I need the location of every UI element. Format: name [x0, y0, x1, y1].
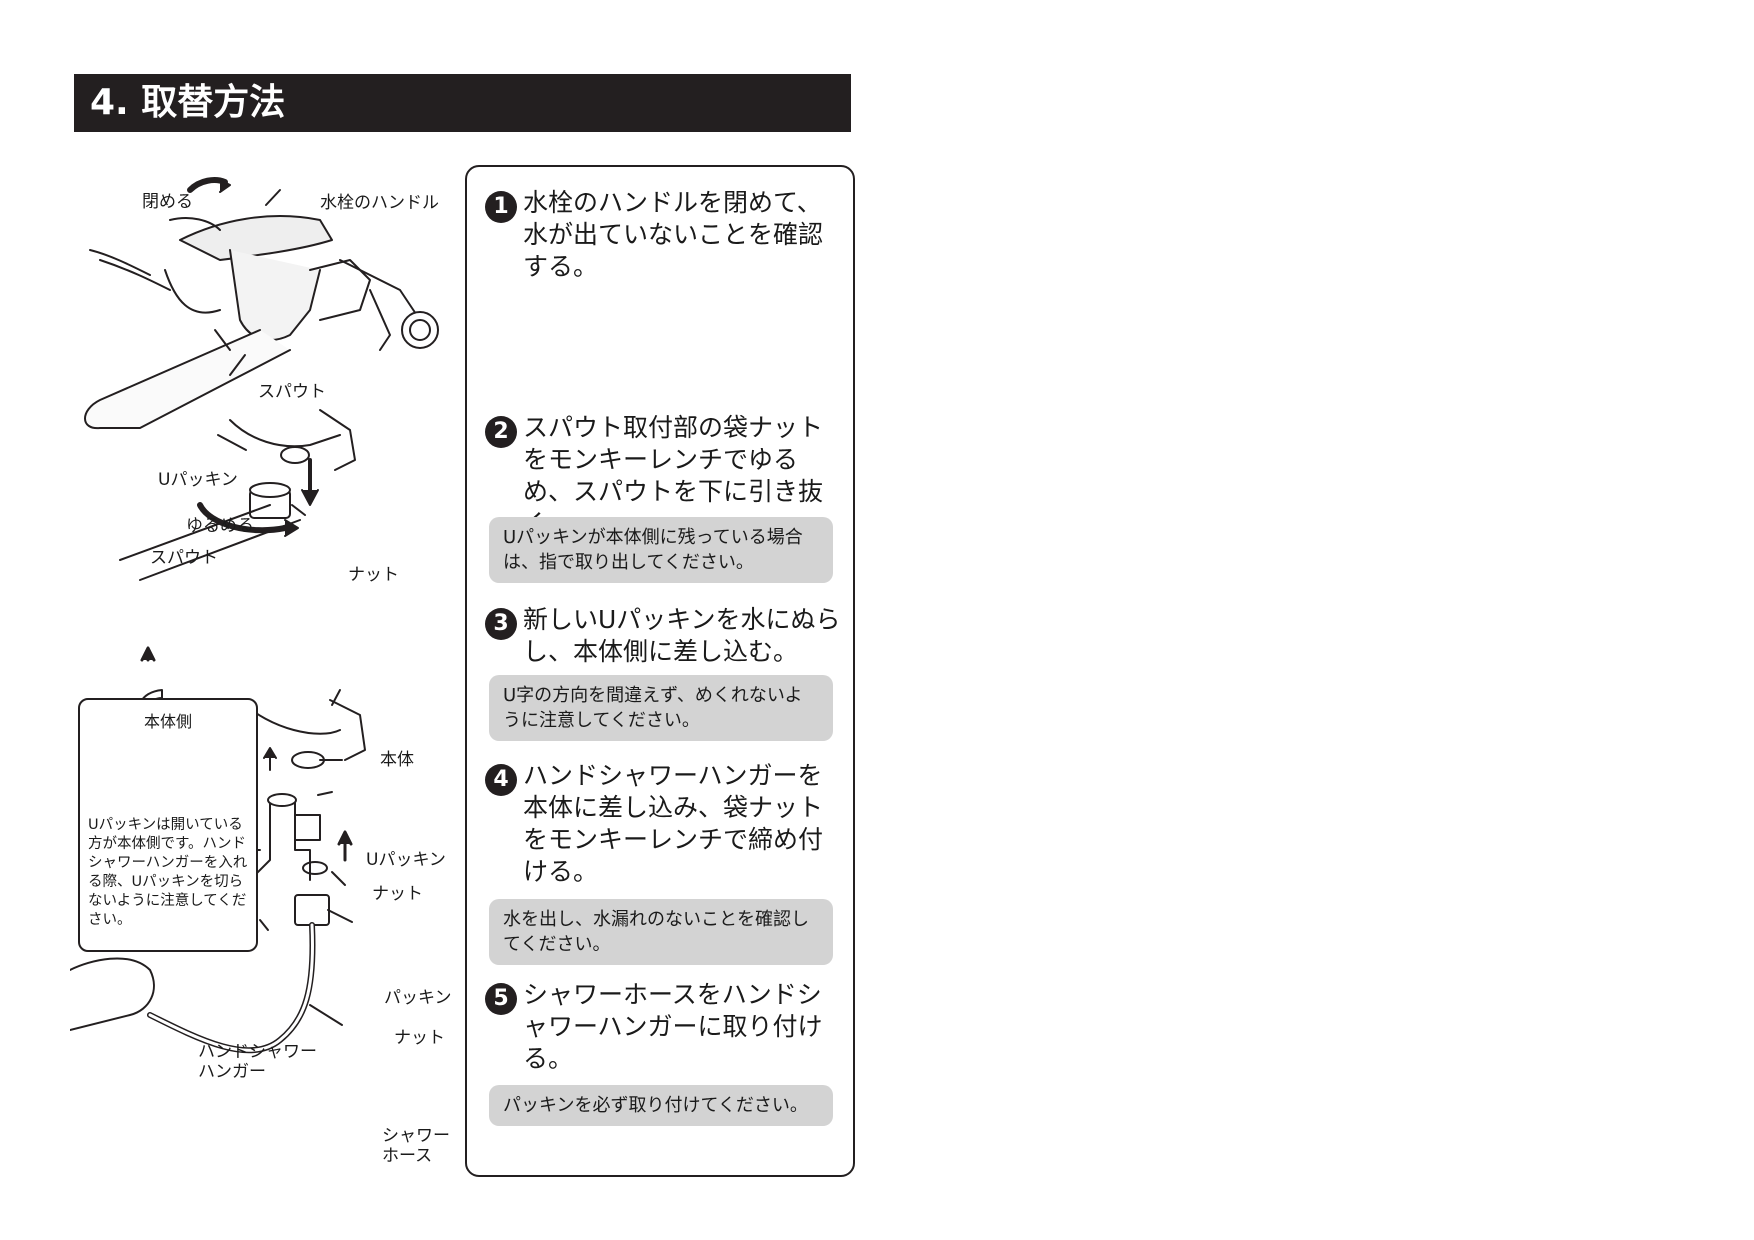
step-3-tip: U字の方向を間違えず、めくれないように注意してください。: [489, 675, 833, 741]
label-spout-2: スパウト: [150, 548, 218, 568]
label-shower-hose: シャワー ホース: [382, 1126, 450, 1166]
step-text: シャワーホースをハンドシャワーハンガーに取り付ける。: [523, 980, 823, 1073]
step-number: 4: [485, 764, 517, 796]
section-title: 4. 取替方法: [90, 82, 286, 123]
installation-illustration: [70, 177, 439, 1054]
u-packing-note-box: 本体側 Uパッキンは開いている方が本体側です。ハンドシャワーハンガーを入れる際、…: [78, 698, 258, 952]
label-faucet-handle: 水栓のハンドル: [320, 193, 439, 213]
instruction-panel: 1 水栓のハンドルを閉めて、水が出ていないことを確認する。 2 スパウト取付部の…: [465, 165, 855, 1177]
label-nut-2: ナット: [372, 884, 423, 904]
label-close: 閉める: [142, 192, 193, 212]
section-header: 4. 取替方法: [74, 74, 851, 132]
step-number: 2: [485, 416, 517, 448]
spout-removal-drawing: [119, 409, 356, 581]
step-number: 1: [485, 191, 517, 223]
faucet-handle-drawing: [84, 177, 439, 430]
label-nut: ナット: [348, 565, 399, 585]
step-text: ハンドシャワーハンガーを本体に差し込み、袋ナットをモンキーレンチで締め付ける。: [523, 761, 824, 886]
step-text: 水栓のハンドルを閉めて、水が出ていないことを確認する。: [523, 188, 824, 281]
step-text: 新しいUパッキンを水にぬらし、本体側に差し込む。: [523, 605, 841, 666]
label-body: 本体: [380, 750, 414, 770]
label-packing: パッキン: [384, 988, 452, 1008]
label-u-packing: Uパッキン: [158, 470, 238, 490]
label-nut-3: ナット: [394, 1028, 445, 1048]
label-hand-shower-hanger: ハンドシャワー ハンガー: [198, 1042, 317, 1082]
note-text: Uパッキンは開いている方が本体側です。ハンドシャワーハンガーを入れる際、Uパッキ…: [88, 817, 248, 928]
step-number: 5: [485, 983, 517, 1015]
note-title: 本体側: [143, 712, 192, 731]
hanger-assembly-drawing: [70, 699, 366, 1054]
label-u-packing-2: Uパッキン: [366, 850, 446, 870]
label-loosen: ゆるめる: [186, 516, 254, 536]
step-4-tip: 水を出し、水漏れのないことを確認してください。: [489, 899, 833, 965]
label-spout: スパウト: [258, 382, 326, 402]
step-2-tip: Uパッキンが本体側に残っている場合は、指で取り出してください。: [489, 517, 833, 583]
step-number: 3: [485, 608, 517, 640]
step-5-tip: パッキンを必ず取り付けてください。: [489, 1085, 833, 1126]
